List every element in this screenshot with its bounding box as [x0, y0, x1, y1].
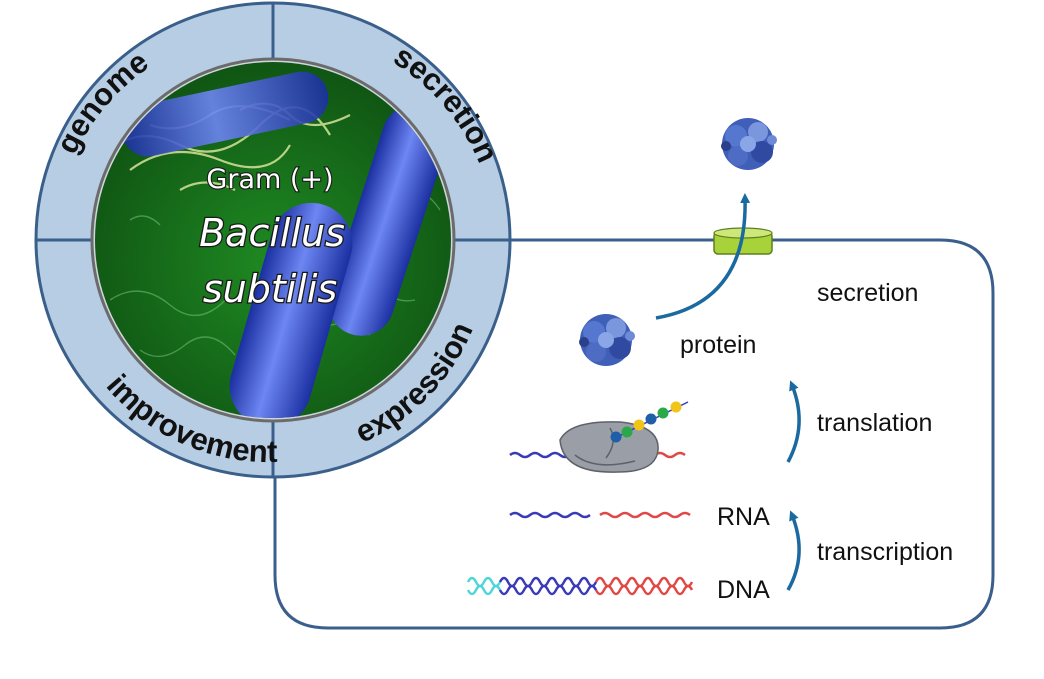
- dna-helix-icon: [466, 576, 694, 596]
- rna-strand-icon: [509, 511, 691, 519]
- rna-label: RNA: [717, 503, 770, 531]
- translation-label: translation: [817, 409, 932, 437]
- secretion-arrow: [655, 193, 751, 320]
- secretion-label: secretion: [817, 279, 918, 307]
- translation-arrow: [786, 380, 801, 463]
- protein-structure-icon: [579, 314, 635, 366]
- peptide-chain: [610, 401, 689, 443]
- transcription-arrow: [786, 510, 801, 591]
- genus-label: Bacillus: [199, 211, 345, 255]
- protein-label: protein: [680, 331, 756, 359]
- dna-label: DNA: [717, 576, 770, 604]
- species-label: subtilis: [203, 267, 337, 311]
- protein-structure-icon: [721, 118, 777, 170]
- bacteria-micrograph: [95, 62, 451, 418]
- gram-label: Gram (+): [206, 164, 333, 195]
- transcription-label: transcription: [817, 538, 953, 566]
- ribosome-icon: [559, 421, 659, 473]
- cell-membrane: [273, 238, 995, 630]
